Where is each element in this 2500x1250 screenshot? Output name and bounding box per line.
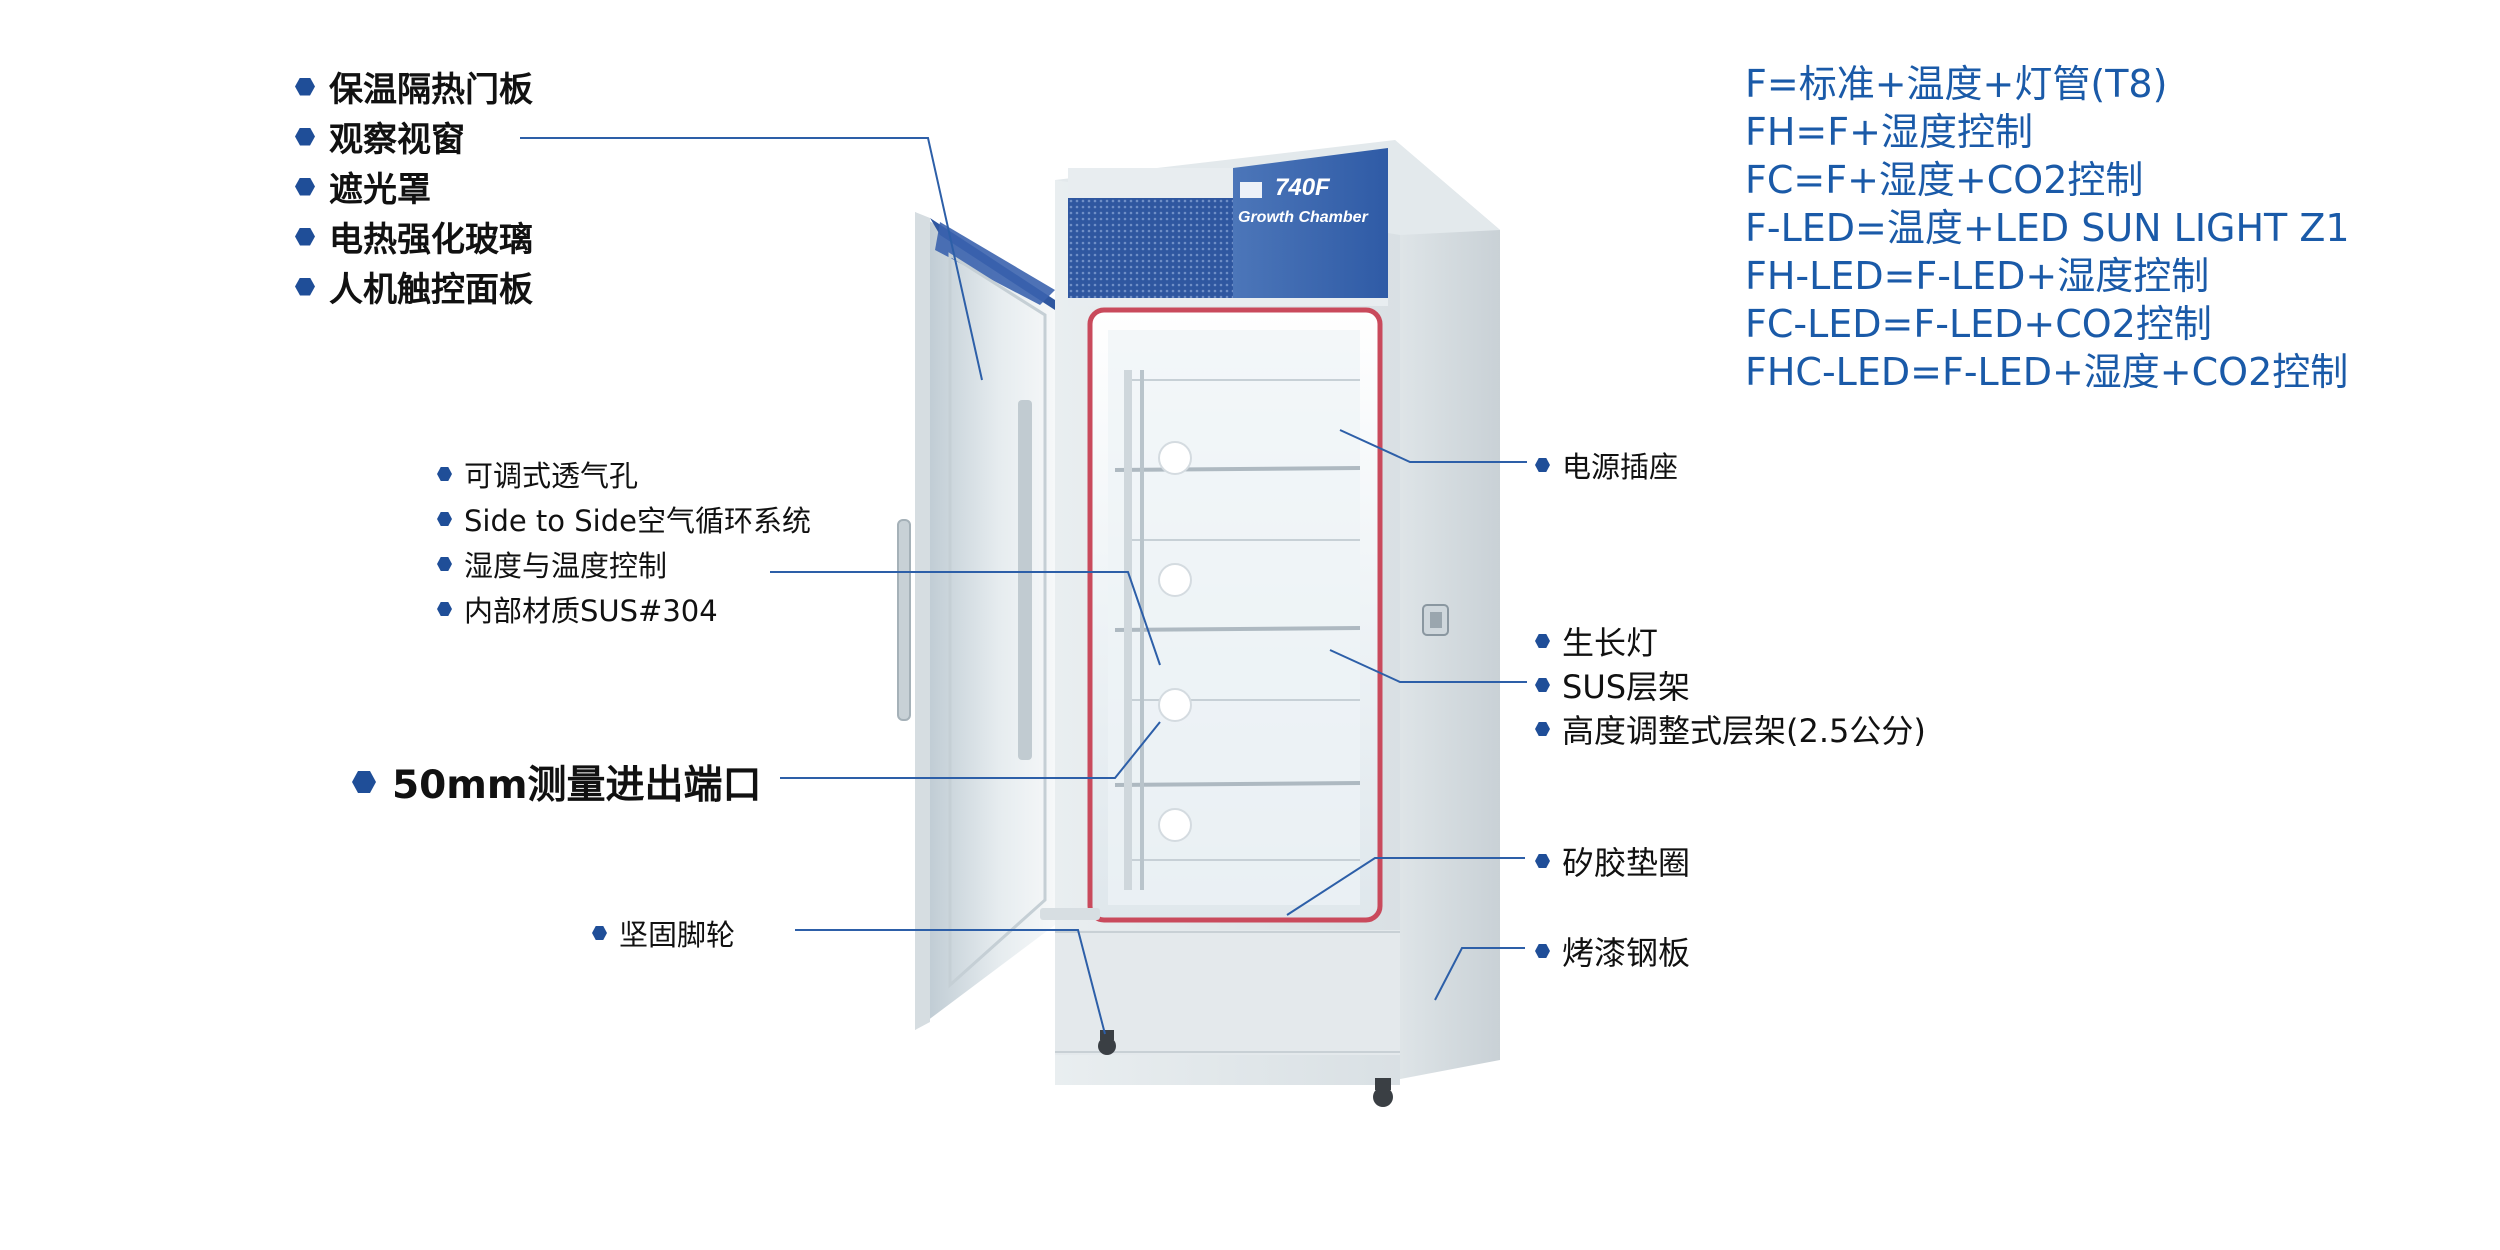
spec-line: FC-LED=F-LED+CO2控制	[1745, 302, 2212, 346]
feature-interior-material: 内部材质SUS#304	[437, 588, 718, 630]
bullet-icon	[1535, 634, 1550, 648]
feature-label: 电热强化玻璃	[329, 220, 533, 260]
feature-label: 50mm测量进出端口	[392, 763, 762, 808]
bullet-icon	[1535, 678, 1550, 692]
feature-label: 遮光罩	[329, 170, 431, 210]
feature-label: 内部材质SUS#304	[464, 594, 718, 628]
spec-line: FH-LED=F-LED+湿度控制	[1745, 254, 2210, 298]
bullet-icon	[295, 177, 315, 196]
feature-casters: 坚固脚轮	[592, 912, 735, 954]
feature-door-insulation: 保温隔热门板	[295, 62, 533, 111]
feature-humidity-temp-control: 湿度与温度控制	[437, 543, 667, 585]
feature-grow-light: 生长灯	[1535, 618, 1658, 664]
bullet-icon	[437, 512, 452, 526]
feature-adjustable-shelf: 高度调整式层架(2.5公分)	[1535, 706, 1926, 752]
spec-line: F-LED=温度+LED SUN LIGHT Z1	[1745, 206, 2350, 250]
feature-adjustable-vent: 可调式透气孔	[437, 453, 638, 495]
svg-text:Growth Chamber: Growth Chamber	[1238, 209, 1369, 226]
spec-line: FC=F+湿度+CO2控制	[1745, 158, 2144, 202]
feature-sus-shelf: SUS层架	[1535, 662, 1690, 708]
feature-viewing-window: 观察视窗	[295, 112, 465, 161]
model-spec-list: F=标准+温度+灯管(T8) FH=F+湿度控制 FC=F+湿度+CO2控制 F…	[1745, 60, 2350, 396]
feature-heated-glass: 电热强化玻璃	[295, 212, 533, 261]
feature-label: 可调式透气孔	[464, 459, 639, 493]
feature-label: Side to Side空气循环系统	[464, 504, 811, 538]
feature-label: 人机触控面板	[329, 270, 533, 310]
spec-line: F=标准+温度+灯管(T8)	[1745, 62, 2168, 106]
feature-touch-panel: 人机触控面板	[295, 262, 533, 311]
feature-label: 高度调整式层架(2.5公分)	[1562, 712, 1926, 750]
bullet-icon	[295, 77, 315, 96]
feature-label: 烤漆钢板	[1562, 934, 1691, 972]
bullet-icon	[437, 557, 452, 571]
spec-line: FH=F+湿度控制	[1745, 110, 2033, 154]
bullet-icon	[592, 926, 607, 940]
bullet-icon	[1535, 458, 1550, 472]
bullet-icon	[352, 771, 376, 793]
bullet-icon	[295, 227, 315, 246]
bullet-icon	[295, 277, 315, 296]
feature-power-socket: 电源插座	[1535, 444, 1678, 486]
feature-label: 矽胶垫圈	[1562, 844, 1691, 882]
feature-label: 保温隔热门板	[329, 70, 533, 110]
feature-label: SUS层架	[1562, 668, 1691, 706]
feature-light-shade: 遮光罩	[295, 162, 431, 211]
feature-label: 坚固脚轮	[619, 918, 736, 952]
feature-label: 电源插座	[1562, 450, 1679, 484]
bullet-icon	[1535, 722, 1550, 736]
feature-painted-steel: 烤漆钢板	[1535, 928, 1690, 974]
spec-line: FHC-LED=F-LED+湿度+CO2控制	[1745, 350, 2349, 394]
feature-silicone-gasket: 矽胶垫圈	[1535, 838, 1690, 884]
bullet-icon	[437, 602, 452, 616]
feature-air-circulation: Side to Side空气循环系统	[437, 498, 811, 540]
feature-measurement-port: 50mm测量进出端口	[352, 754, 762, 810]
feature-label: 湿度与温度控制	[464, 549, 668, 583]
feature-label: 生长灯	[1562, 624, 1659, 662]
bullet-icon	[1535, 854, 1550, 868]
bullet-icon	[437, 467, 452, 481]
bullet-icon	[1535, 944, 1550, 958]
bullet-icon	[295, 127, 315, 146]
feature-label: 观察视窗	[329, 120, 465, 160]
svg-text:740F: 740F	[1275, 174, 1331, 201]
